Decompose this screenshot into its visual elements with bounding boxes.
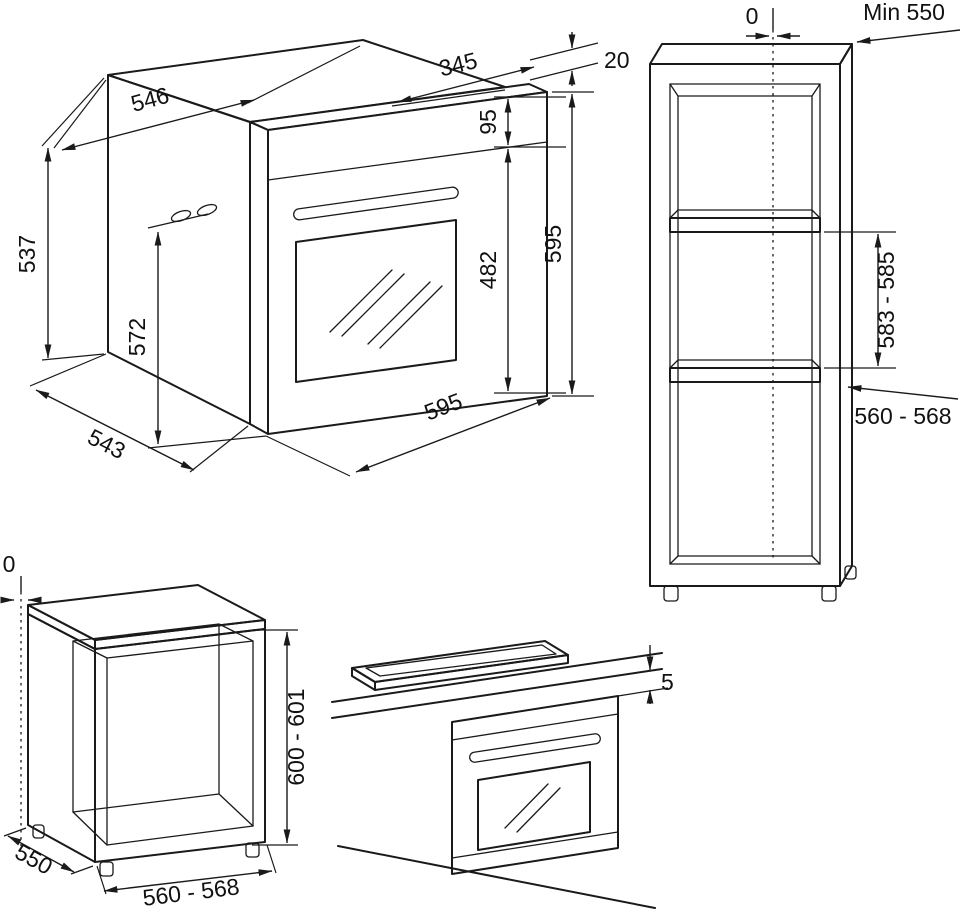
tall-cabinet-niche-height-label: 583 - 585 [873, 251, 899, 348]
dim-600-601: 600 - 601 [252, 629, 309, 846]
base-cabinet-depth-label: 550 [11, 838, 57, 879]
fascia-left-strip [249, 121, 269, 435]
undercounter-oven [451, 695, 619, 875]
worktop-top-edge [331, 652, 663, 703]
dim-537: 537 [14, 77, 105, 361]
oven-front-body-height-label: 572 [124, 318, 150, 356]
door-bottom-line [451, 831, 619, 859]
cabinet-foot [663, 585, 679, 602]
cabinet-foot [844, 565, 857, 580]
cabinet-opening [669, 83, 821, 565]
upper-shelf [669, 209, 821, 233]
tall-cabinet-niche-width-label: 560 - 568 [854, 403, 951, 429]
door-handle [293, 186, 459, 221]
oven-rear-height-label: 537 [14, 235, 40, 273]
door-window [295, 219, 457, 383]
dim-595-front-height: 595 [540, 91, 594, 397]
base-opening [106, 640, 254, 846]
worktop-gap-label: 5 [661, 669, 674, 695]
worktop-bottom-edge [331, 668, 663, 719]
hob [351, 640, 569, 691]
oven-panel-height-label: 95 [475, 109, 501, 135]
door-handle [469, 733, 601, 763]
door-window [477, 761, 591, 851]
dim-560-568-tall: 560 - 568 [847, 385, 959, 429]
oven-front-height-label: 595 [540, 225, 566, 263]
dim-min-550: Min 550 [856, 0, 961, 44]
cabinet-foot [821, 585, 837, 602]
oven-body-width-label: 546 [128, 82, 172, 117]
cabinet-foot [99, 861, 114, 877]
dim-482: 482 [475, 148, 566, 394]
tall-cabinet-drawing: 0 Min 550 583 - 585 560 - 568 [649, 0, 961, 602]
floor-line [337, 845, 656, 909]
oven-body-depth-label: 543 [84, 424, 130, 465]
dim-0-base: 0 [0, 551, 42, 604]
dim-583-585: 583 - 585 [824, 231, 899, 369]
window-shine-line [516, 787, 561, 833]
cabinet-foot [245, 842, 260, 858]
tall-cabinet-back-gap-label: 0 [746, 3, 759, 29]
dim-543: 543 [29, 353, 249, 473]
oven-drawing: 546 345 20 95 482 [14, 32, 630, 477]
oven-fascia-overlap-label: 20 [604, 47, 630, 73]
tall-cabinet-min-depth-label: Min 550 [863, 0, 945, 25]
dim-560-568-base: 560 - 568 [96, 844, 277, 910]
tall-cabinet-body [649, 8, 857, 602]
base-cabinet-drawing: 0 600 - 601 550 560 - 568 [0, 551, 309, 910]
oven-door-height-label: 482 [475, 251, 501, 289]
window-shine-lines [329, 269, 443, 349]
control-panel-line [267, 141, 548, 181]
side-vent-hole [170, 209, 192, 223]
worktop [331, 652, 663, 719]
base-front-face [94, 628, 266, 863]
dim-546: 546 [53, 45, 361, 151]
oven-front-face [267, 91, 548, 435]
base-cabinet-niche-height-label: 600 - 601 [283, 688, 309, 785]
cabinet-back-panel [677, 95, 813, 557]
dim-0-tall: 0 [746, 3, 800, 40]
undercounter-drawing: 5 [331, 640, 674, 909]
worktop-slab-left [27, 604, 96, 650]
base-cabinet-body [20, 576, 266, 877]
side-vent-hole [196, 203, 218, 217]
dim-95: 95 [475, 96, 566, 148]
base-cabinet-back-gap-label: 0 [3, 551, 16, 577]
base-left-face [27, 613, 96, 863]
control-panel-line [451, 713, 619, 741]
dim-572: 572 [124, 213, 267, 449]
lower-shelf [669, 359, 821, 383]
base-cabinet-niche-width-label: 560 - 568 [141, 873, 241, 910]
dim-20: 20 [529, 32, 630, 86]
cabinet-top-face [649, 43, 853, 65]
dim-5: 5 [617, 645, 674, 704]
oven-front-face [451, 695, 619, 875]
oven-body [107, 39, 548, 435]
cabinet-right-face [839, 43, 853, 587]
window-shine-line [504, 783, 549, 829]
oven-left-face [107, 74, 251, 425]
